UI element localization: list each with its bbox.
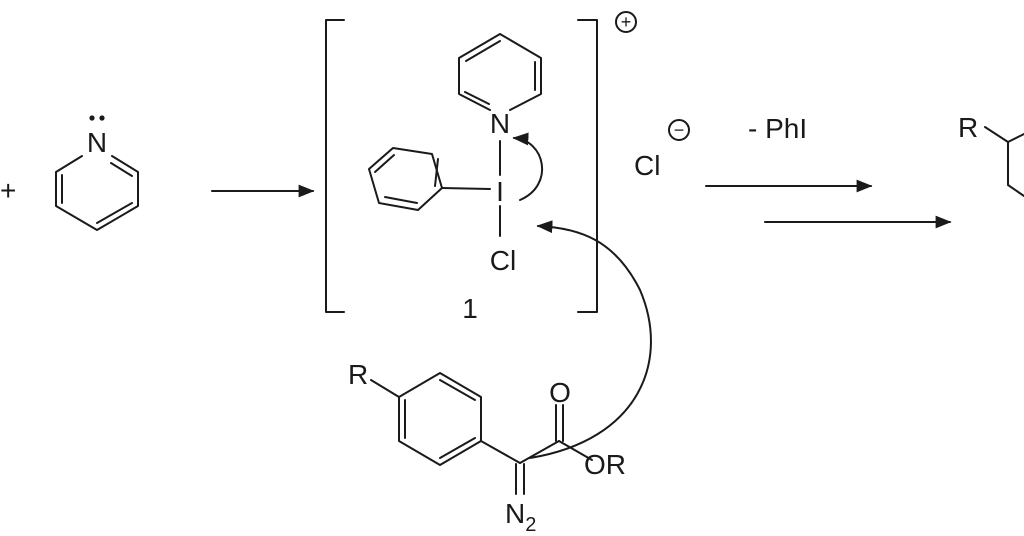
phenyl-double-bonds bbox=[374, 154, 439, 204]
diazo-ester-molecule: R O OR N2 bbox=[348, 359, 626, 536]
pyridine-ring bbox=[55, 155, 139, 231]
lone-pair-dot bbox=[99, 115, 105, 121]
product-fragment: R bbox=[958, 112, 1024, 197]
phenyl-i-bond bbox=[441, 187, 491, 190]
diazo-r-label: R bbox=[348, 359, 368, 390]
curved-arrow-small bbox=[512, 132, 544, 201]
ester-o-bond bbox=[558, 440, 593, 461]
product-ring-edge bbox=[1007, 141, 1024, 197]
plus-sign: + bbox=[0, 175, 16, 206]
lone-pair-dot bbox=[89, 115, 95, 121]
aryl-double-bonds bbox=[404, 379, 476, 459]
positive-charge: + bbox=[615, 11, 637, 33]
pyridine-nitrogen-label: N bbox=[87, 127, 107, 158]
product-r-label: R bbox=[958, 112, 978, 143]
negative-charge: − bbox=[668, 119, 690, 141]
compound-number-label: 1 bbox=[462, 293, 478, 324]
product-bonds bbox=[984, 126, 1024, 143]
r-aryl-bond bbox=[370, 379, 400, 398]
curved-arrow-large bbox=[529, 220, 652, 459]
right-bracket bbox=[577, 19, 598, 313]
phenyl-group bbox=[368, 147, 443, 211]
counter-anion-label: Cl bbox=[634, 150, 660, 181]
left-bracket bbox=[325, 19, 345, 313]
pyridinium-nitrogen-label: N bbox=[490, 108, 510, 139]
pyridine-molecule: N bbox=[55, 115, 139, 231]
byproduct-label: - PhI bbox=[748, 113, 807, 144]
pyridine-double-bonds bbox=[61, 162, 133, 224]
charge-plus-sign: + bbox=[621, 12, 632, 32]
pyridinium-group: N bbox=[458, 33, 542, 139]
iodine-label: I bbox=[496, 176, 504, 207]
carbonyl-oxygen-label: O bbox=[549, 377, 571, 408]
diazo-subscript-label: 2 bbox=[525, 514, 536, 536]
ester-or-label: OR bbox=[584, 449, 626, 480]
aryl-carbon-bond bbox=[480, 440, 521, 464]
pyridinium-double-bonds bbox=[464, 40, 536, 105]
pyridinium-ring bbox=[458, 33, 542, 111]
charge-minus-sign: − bbox=[674, 120, 685, 140]
diazo-n2-label: N2 bbox=[505, 498, 536, 536]
chlorine-on-iodine-label: Cl bbox=[490, 245, 516, 276]
carbon-carbonyl-bond bbox=[519, 440, 560, 464]
aryl-ring bbox=[398, 372, 482, 466]
diazo-n-label: N bbox=[505, 498, 525, 529]
